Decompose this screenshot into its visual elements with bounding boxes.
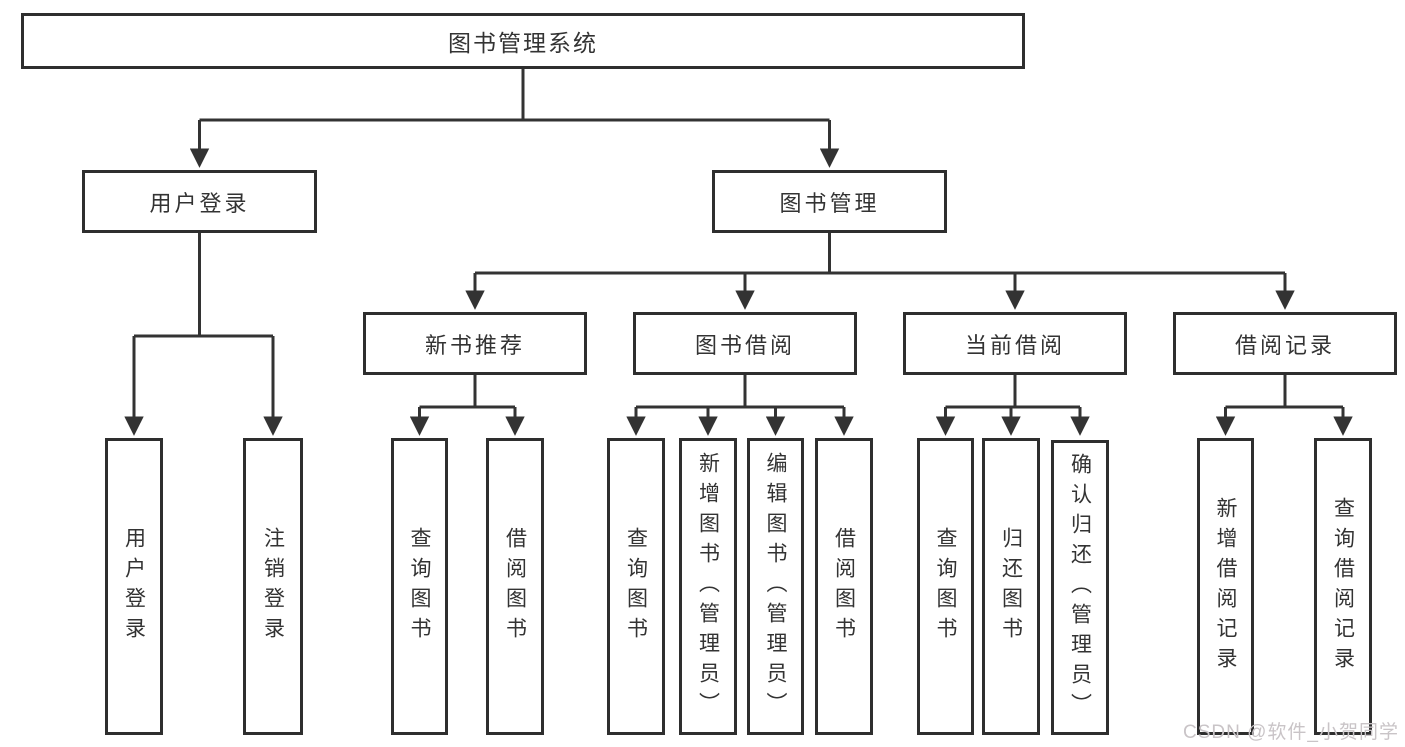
leaf-borrow-books-1: 借阅图书 [486,438,544,735]
leaf-return-books: 归还图书 [982,438,1040,735]
node-label: 借阅图书 [503,526,527,647]
node-book-management: 图书管理 [712,170,947,233]
connector-root-to-level1 [189,69,840,168]
connector-book-borrow-children [626,375,854,436]
node-label: 新书推荐 [424,332,525,358]
node-label: 新增借阅记录 [1214,496,1237,677]
leaf-query-books-3: 查询图书 [917,438,974,735]
node-label: 查询借阅记录 [1331,496,1355,677]
csdn-watermark: CSDN @软件_小贺同学 [1183,722,1399,743]
node-label: 查询图书 [934,526,957,647]
node-label: 借阅记录 [1234,332,1335,358]
leaf-logout: 注销登录 [243,438,303,735]
node-label: 图书借阅 [694,332,795,358]
connector-user-login-children [124,233,283,436]
node-label: 用户登录 [122,526,146,647]
node-label: 查询图书 [408,526,431,647]
connector-new-book-rec-children [409,375,525,436]
node-label: 图书管理系统 [448,30,598,56]
node-book-borrowing: 图书借阅 [633,312,857,375]
leaf-confirm-return-admin: 确认归还（管理员） [1051,440,1109,735]
node-label: 借阅图书 [832,526,856,647]
node-user-login: 用户登录 [82,170,317,233]
node-label: 归还图书 [999,526,1023,647]
node-label: 查询图书 [624,526,648,647]
leaf-add-borrow-record: 新增借阅记录 [1197,438,1254,735]
node-label: 确认归还（管理员） [1068,452,1092,723]
leaf-query-books-2: 查询图书 [607,438,665,735]
leaf-query-books-1: 查询图书 [391,438,448,735]
connector-book-mgmt-children [465,233,1295,310]
connector-current-borrow-children [935,375,1090,436]
node-label: 新增图书（管理员） [696,451,720,722]
leaf-query-borrow-record: 查询借阅记录 [1314,438,1372,735]
leaf-user-login: 用户登录 [105,438,163,735]
leaf-edit-books-admin: 编辑图书（管理员） [747,438,804,735]
connector-borrow-records-children [1215,375,1353,436]
node-library-management-system: 图书管理系统 [21,13,1025,69]
node-label: 编辑图书（管理员） [764,451,787,722]
node-borrowing-records: 借阅记录 [1173,312,1397,375]
node-new-book-recommendation: 新书推荐 [363,312,587,375]
node-label: 当前借阅 [964,332,1065,358]
node-label: 用户登录 [149,190,250,216]
node-current-borrowing: 当前借阅 [903,312,1127,375]
leaf-borrow-books-2: 借阅图书 [815,438,873,735]
node-label: 注销登录 [261,526,285,647]
leaf-add-books-admin: 新增图书（管理员） [679,438,737,735]
node-label: 图书管理 [779,190,880,216]
